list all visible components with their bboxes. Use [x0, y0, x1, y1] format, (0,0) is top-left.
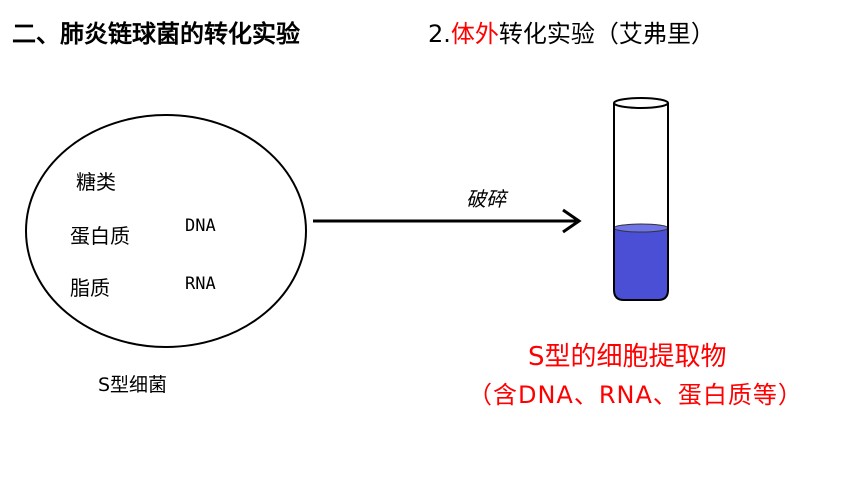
- tube-body: [613, 103, 669, 301]
- cell-component-lipid: 脂质: [70, 276, 110, 300]
- subtitle-number: 2.: [428, 20, 451, 48]
- cell-caption: S型细菌: [98, 374, 168, 396]
- cell-component-sugar: 糖类: [76, 170, 116, 194]
- subtitle: 2.体外转化实验（艾弗里）: [428, 14, 715, 49]
- cell-component-rna: RNA: [185, 274, 216, 294]
- subtitle-highlight: 体外: [450, 20, 499, 48]
- extract-title: S型的细胞提取物: [528, 342, 727, 372]
- cell-component-dna: DNA: [185, 216, 216, 236]
- arrow-label: 破碎: [466, 187, 506, 211]
- liquid-surface: [613, 223, 669, 233]
- cell-component-protein: 蛋白质: [70, 224, 130, 248]
- cell-outline: [25, 114, 307, 348]
- section-title: 二、肺炎链球菌的转化实验: [12, 20, 300, 48]
- arrow-head: [562, 208, 582, 234]
- subtitle-rest: 转化实验（艾弗里）: [498, 20, 715, 48]
- tube-rim: [613, 97, 669, 109]
- tube-liquid: [614, 228, 668, 300]
- test-tube: [613, 97, 669, 301]
- extract-contents: （含DNA、RNA、蛋白质等）: [468, 381, 803, 409]
